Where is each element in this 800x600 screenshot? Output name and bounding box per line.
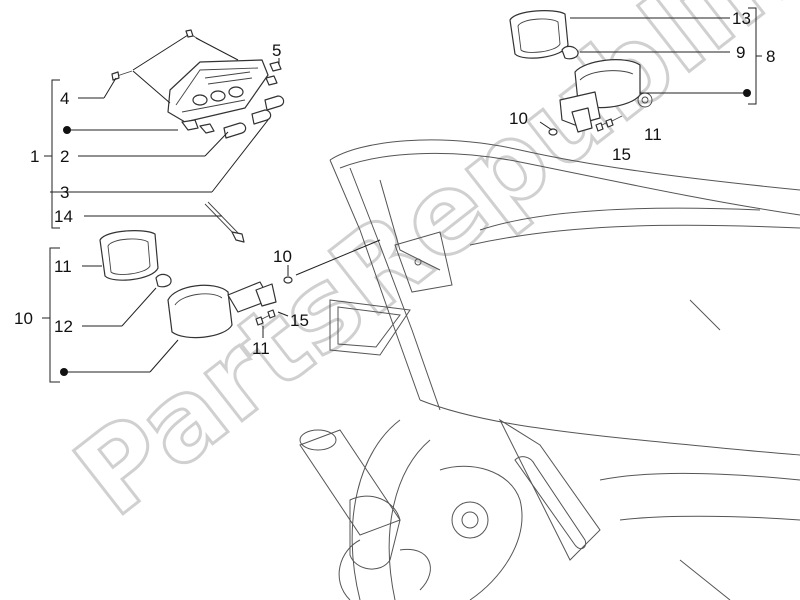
callout-11-bottom: 11	[252, 339, 270, 358]
callout-2: 2	[60, 147, 69, 166]
bulb-sockets-2	[223, 95, 285, 139]
callout-labels: 1 4 2 3 14 5 13 9 8 10 11 15 10 11 12 10…	[14, 9, 775, 358]
callout-15-top: 15	[612, 145, 631, 164]
callout-dots	[60, 89, 751, 376]
leader-lines	[42, 7, 762, 383]
callout-11-left: 11	[54, 257, 72, 276]
turn-signal-left-10	[167, 281, 277, 339]
callout-12: 12	[54, 317, 73, 336]
tail-light-assembly	[167, 59, 269, 134]
callout-9: 9	[736, 43, 745, 62]
callout-10-left: 10	[14, 309, 33, 328]
scooter-body-outline	[299, 139, 800, 600]
nut-5	[265, 61, 282, 86]
screw-top-4	[111, 70, 133, 81]
turn-signal-right-8	[559, 59, 653, 133]
washer-10-top	[548, 128, 558, 136]
callout-8: 8	[766, 47, 775, 66]
washer-10-mid	[283, 276, 293, 284]
wire-harness-14	[204, 201, 245, 243]
callout-15-bottom: 15	[290, 311, 309, 330]
callout-10-top: 10	[509, 109, 528, 128]
lens-cover-13	[509, 10, 569, 59]
callout-dot-1	[63, 126, 71, 134]
callout-dot-10	[60, 368, 68, 376]
callout-1: 1	[30, 147, 39, 166]
callout-5: 5	[272, 41, 281, 60]
bulb-12	[155, 273, 172, 288]
bulb-9	[561, 45, 579, 60]
callout-14: 14	[54, 207, 73, 226]
screw-15-bottom	[267, 309, 276, 319]
callout-10-mid: 10	[273, 247, 292, 266]
watermark: PartsRepublik	[51, 0, 800, 542]
screw-11-bottom	[255, 313, 273, 326]
watermark-text: PartsRepublik	[52, 0, 800, 540]
callout-3: 3	[60, 183, 69, 202]
callout-13: 13	[732, 9, 751, 28]
callout-11-top: 11	[644, 125, 662, 144]
screw-11-top	[605, 115, 623, 128]
callout-4: 4	[60, 89, 69, 108]
lens-cover-11-left	[99, 230, 159, 281]
callout-dot-8	[743, 89, 751, 97]
